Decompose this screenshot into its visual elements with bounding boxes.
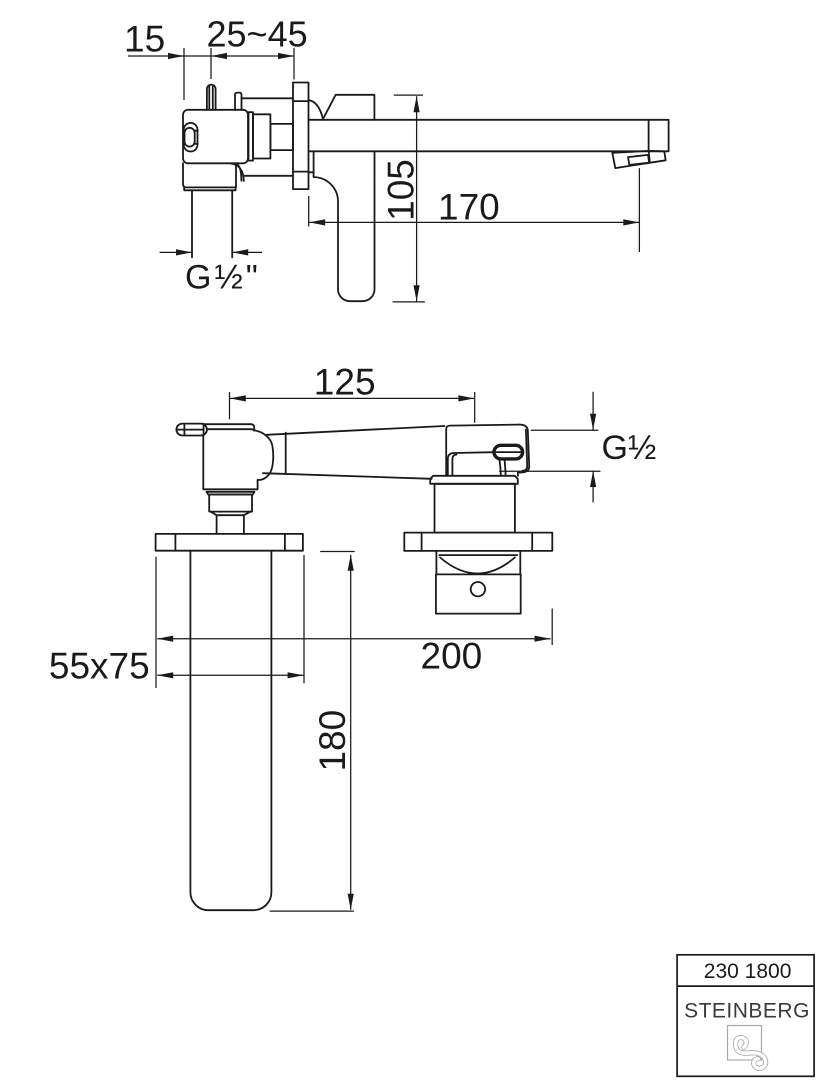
svg-text:105: 105 <box>380 159 421 221</box>
svg-text:15: 15 <box>124 19 165 60</box>
svg-text:180: 180 <box>312 710 353 772</box>
svg-text:200: 200 <box>421 636 483 677</box>
svg-text:G½: G½ <box>602 429 657 467</box>
svg-text:230 1800: 230 1800 <box>704 960 792 983</box>
svg-text:125: 125 <box>314 362 376 403</box>
svg-text:G½": G½" <box>185 259 261 297</box>
svg-text:55x75: 55x75 <box>49 646 150 687</box>
svg-text:STEINBERG: STEINBERG <box>684 1000 810 1023</box>
svg-text:170: 170 <box>438 187 500 228</box>
svg-text:25~45: 25~45 <box>207 14 308 55</box>
